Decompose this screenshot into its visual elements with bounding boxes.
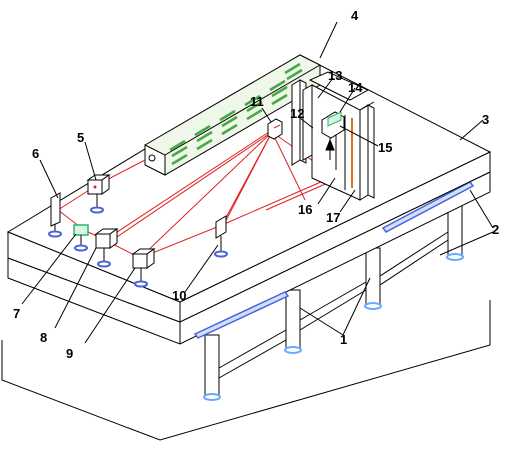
- label-12: 12: [290, 106, 304, 121]
- label-10: 10: [172, 288, 186, 303]
- label-13: 13: [328, 68, 342, 83]
- post-6: [48, 192, 62, 238]
- lens-7: [73, 224, 89, 252]
- label-14: 14: [348, 80, 363, 95]
- part-labels: 1 2 3 4 5 6 7 8 9 10 11 12 13 14 15 16 1…: [13, 8, 499, 361]
- leg-mid-right: [364, 247, 382, 310]
- mirror-10: [214, 215, 228, 258]
- label-5: 5: [77, 130, 84, 145]
- target-assembly: [291, 71, 375, 201]
- post-5: [86, 174, 111, 214]
- label-16: 16: [298, 202, 312, 217]
- label-3: 3: [482, 112, 489, 127]
- slide-rail-left: [193, 291, 290, 339]
- label-6: 6: [32, 146, 39, 161]
- label-7: 7: [13, 306, 20, 321]
- label-11: 11: [250, 94, 264, 109]
- mirror-11: [267, 118, 283, 140]
- label-15: 15: [378, 140, 392, 155]
- leg-front-mid: [284, 289, 302, 354]
- label-1: 1: [340, 332, 347, 347]
- label-4: 4: [351, 8, 359, 23]
- label-2: 2: [492, 222, 499, 237]
- label-9: 9: [66, 346, 73, 361]
- label-17: 17: [326, 210, 340, 225]
- floor-plane: [1, 300, 491, 441]
- slide-rail-right: [381, 181, 475, 233]
- post-8: [94, 228, 119, 268]
- leg-front-left: [203, 334, 221, 401]
- label-8: 8: [40, 330, 47, 345]
- post-9: [131, 248, 156, 288]
- leader-lines: [21, 21, 494, 344]
- support-frame: [203, 194, 464, 401]
